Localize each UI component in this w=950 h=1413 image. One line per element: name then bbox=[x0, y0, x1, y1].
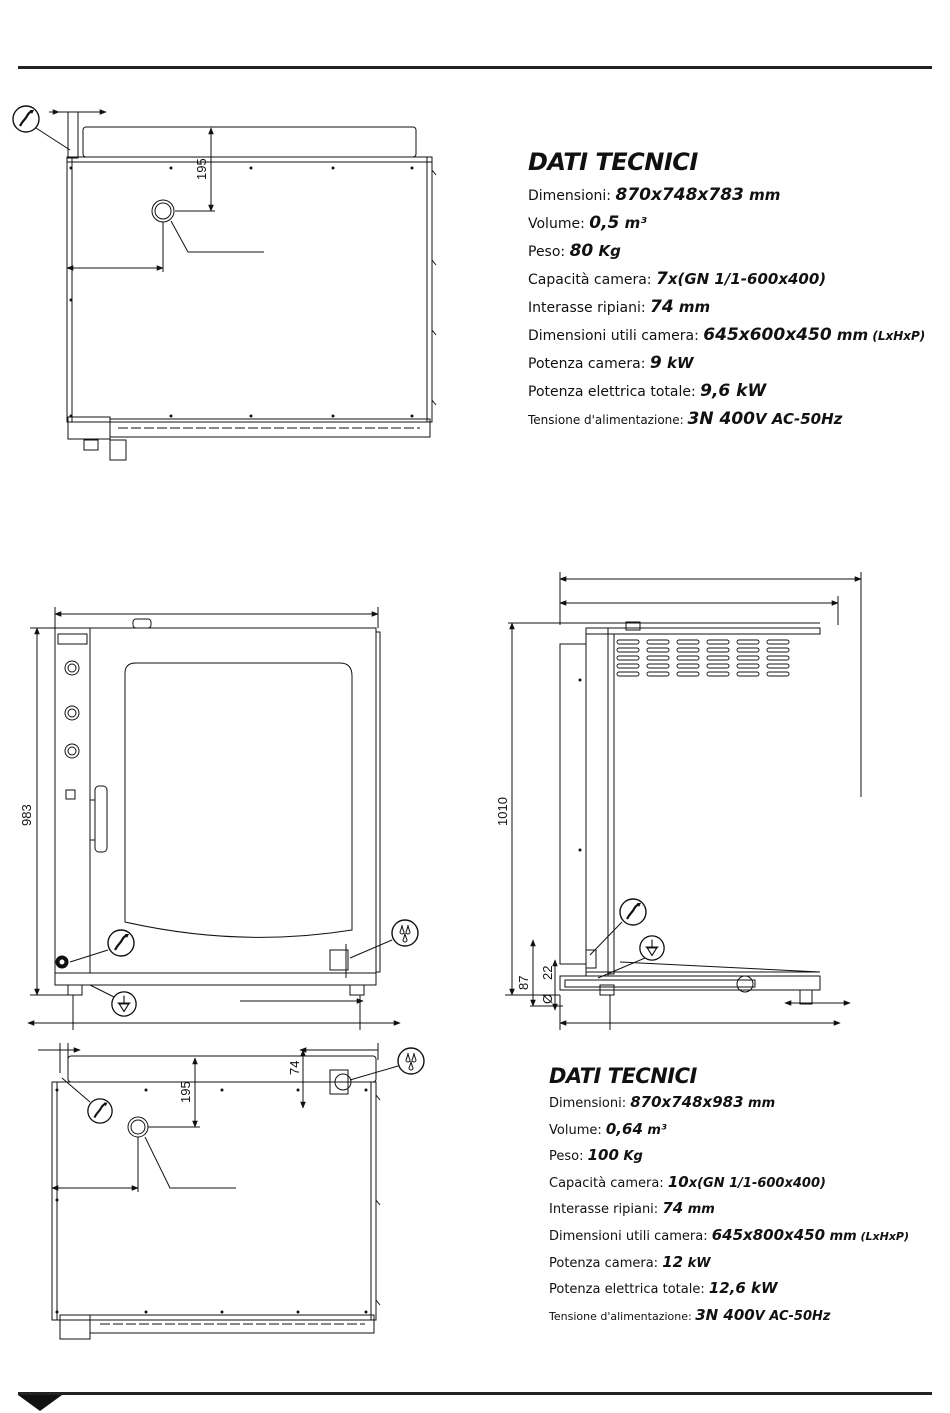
top-rule bbox=[18, 66, 932, 69]
gas-connection-icon bbox=[11, 104, 41, 134]
spec-row-voltage: Tensione d'alimentazione: 3N 400V AC-50H… bbox=[549, 1305, 831, 1324]
spec-row-chamber-power: Potenza camera: 12 kW bbox=[549, 1252, 711, 1271]
spec-row-shelf-spacing: Interasse ripiani: 74 mm bbox=[528, 297, 711, 317]
gas-connection-icon-front bbox=[106, 928, 136, 958]
spec-row-capacity: Capacità camera: 10x(GN 1/1-600x400) bbox=[549, 1172, 826, 1191]
spec-row-dimensions: Dimensioni: 870x748x783 mm bbox=[528, 185, 781, 205]
drain-icon-front bbox=[111, 991, 137, 1017]
bottom-rule bbox=[18, 1392, 932, 1395]
spec-row-weight: Peso: 80 Kg bbox=[528, 241, 621, 261]
spec-row-dimensions: Dimensioni: 870x748x983 mm bbox=[549, 1093, 776, 1111]
bottom-plan-dim-195: 195 bbox=[178, 1081, 193, 1103]
top-plan-dim-195: 195 bbox=[194, 158, 209, 180]
side-dim-87: 87 bbox=[516, 976, 531, 990]
front-dim-983: 983 bbox=[19, 804, 34, 826]
bottom-plan-view bbox=[38, 1043, 381, 1340]
spec-row-shelf-spacing: Interasse ripiani: 74 mm bbox=[549, 1199, 715, 1218]
technical-specs-top: DATI TECNICI Dimensioni: 870x748x783 mm … bbox=[528, 148, 925, 434]
spec-row-total-power: Potenza elettrica totale: 12,6 kW bbox=[549, 1279, 778, 1298]
spec-row-voltage: Tensione d'alimentazione: 3N 400V AC-50H… bbox=[528, 409, 843, 429]
side-dim-diameter: Ø bbox=[540, 994, 555, 1004]
spec-row-capacity: Capacità camera: 7x(GN 1/1-600x400) bbox=[528, 269, 827, 289]
specs-title: DATI TECNICI bbox=[528, 148, 698, 176]
specs-title: DATI TECNICI bbox=[549, 1064, 697, 1088]
gas-connection-icon-bottom bbox=[86, 1097, 114, 1125]
front-view bbox=[27, 607, 401, 1030]
side-dim-22: 22 bbox=[540, 966, 555, 980]
page-corner-marker bbox=[18, 1395, 62, 1411]
spec-row-chamber-size: Dimensioni utili camera: 645x800x450 mm … bbox=[549, 1225, 910, 1244]
spec-row-chamber-size: Dimensioni utili camera: 645x600x450 mm … bbox=[528, 325, 926, 345]
drain-icon-side bbox=[639, 935, 665, 961]
spec-row-volume: Volume: 0,5 m³ bbox=[528, 213, 647, 233]
spec-row-total-power: Potenza elettrica totale: 9,6 kW bbox=[528, 381, 767, 401]
water-inlet-icon-bottom bbox=[397, 1047, 425, 1075]
spec-row-volume: Volume: 0,64 m³ bbox=[549, 1119, 667, 1138]
technical-specs-bottom: DATI TECNICI Dimensioni: 870x748x983 mm … bbox=[549, 1064, 909, 1329]
spec-row-weight: Peso: 100 Kg bbox=[549, 1146, 643, 1165]
side-view bbox=[505, 572, 862, 1030]
bottom-plan-dim-74: 74 bbox=[287, 1061, 302, 1075]
gas-connection-icon-side bbox=[618, 897, 648, 927]
top-plan-view bbox=[49, 109, 437, 461]
water-inlet-icon-front bbox=[391, 919, 419, 947]
side-dim-1010: 1010 bbox=[495, 797, 510, 826]
spec-row-chamber-power: Potenza camera: 9 kW bbox=[528, 353, 694, 373]
